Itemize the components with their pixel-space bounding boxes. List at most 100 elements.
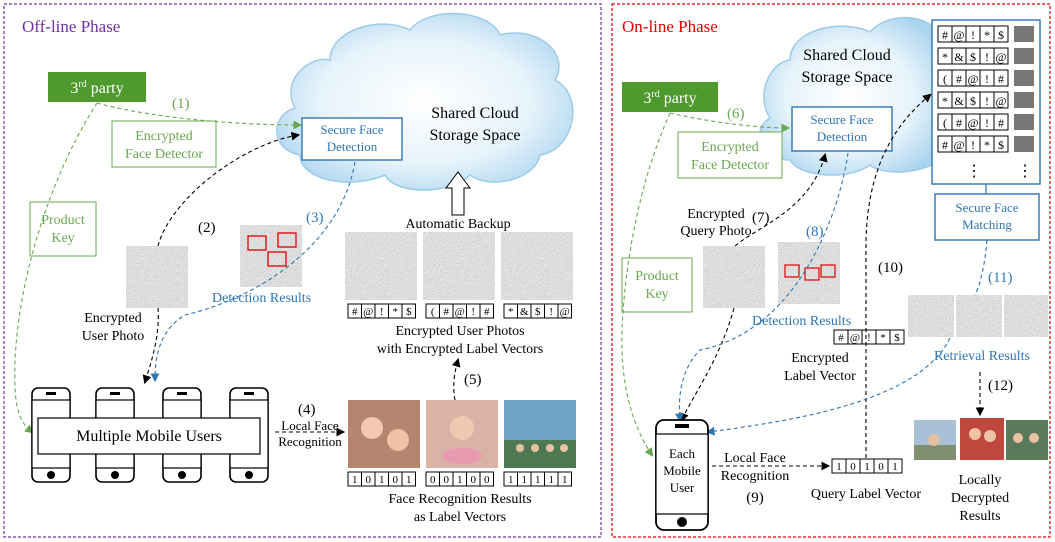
online-db-row-1-char-4: $ [998, 28, 1004, 42]
offline-enc-detector-box [111, 120, 217, 168]
online-phone [655, 419, 709, 531]
online-db-row-5-char-0: ( [943, 116, 947, 130]
offline-face-3a [516, 444, 524, 452]
online-enc-label-vector-char-0: # [838, 332, 844, 344]
online-db-row-5-char-1: # [956, 116, 962, 130]
online-db-row-4-char-3: ! [985, 94, 989, 108]
online-decrypted-photo-2 [960, 418, 1004, 460]
offline-label-vector-3-char-1: 1 [522, 474, 528, 486]
offline-enc-label-vector-3-char-3: ! [549, 306, 553, 318]
online-db-row-6-cell-4 [993, 135, 1009, 153]
online-query-vector-cell-4 [887, 458, 903, 474]
online-query-vector-char-1: 0 [850, 461, 856, 473]
offline-step3: (3) [306, 210, 324, 226]
online-db-row-3-char-0: ( [943, 72, 947, 86]
offline-label-vector-3-char-0: 1 [508, 474, 514, 486]
online-secure-matching-box [934, 193, 1040, 241]
online-arrow-7b [680, 307, 735, 423]
online-query-vector-char-3: 0 [878, 461, 884, 473]
online-enc-detector-box [677, 131, 783, 179]
online-decrypted-ground-1 [914, 445, 956, 460]
offline-enc-label-vector-2-char-3: ! [471, 306, 475, 318]
online-db-row-3-photo-thumb [1014, 70, 1034, 86]
online-db-row-1-char-1: @ [953, 28, 964, 42]
offline-enc-label-vector-2-char-4: # [484, 306, 490, 318]
online-db-row-2-char-3: ! [985, 50, 989, 64]
offline-enc-label-vector-1-char-2: ! [380, 306, 384, 318]
online-query-vec-caption: Query Label Vector [811, 487, 921, 502]
offline-backup-arrow [445, 171, 471, 216]
online-db-row-4-photo-thumb [1014, 92, 1034, 108]
online-step7: (7) [752, 210, 770, 226]
online-retrieval-label: Retrieval Results [934, 349, 1030, 364]
online-db-row-4-char-0: * [942, 94, 948, 108]
offline-label-vector-3-char-3: 1 [549, 474, 555, 486]
offline-phase-title: Off-line Phase [22, 17, 120, 36]
offline-label-vector-2-char-4: 0 [484, 474, 490, 486]
offline-label-vector-2-char-2: 1 [457, 474, 463, 486]
online-step9: (9) [746, 490, 764, 506]
online-db-row-6-char-4: $ [998, 138, 1004, 152]
online-detect-box-1 [784, 264, 800, 278]
online-arrow-11b [705, 337, 951, 436]
online-db-row-2-char-1: & [954, 50, 964, 64]
online-step8: (8) [806, 224, 824, 240]
offline-enc-label-vector-3-cell-4 [557, 303, 572, 319]
offline-label-vector-3-char-4: 1 [562, 474, 568, 486]
online-arrow-key [621, 112, 671, 457]
offline-step2: (2) [198, 220, 216, 236]
offline-arrow-3 [150, 161, 356, 383]
online-detect-box-3 [820, 264, 836, 278]
online-db-row-2-char-2: $ [970, 50, 976, 64]
online-db-row-2-char-4: @ [995, 50, 1006, 64]
offline-face-1b [387, 429, 409, 451]
offline-secure-detection-box [301, 117, 403, 161]
online-db-row-3-char-1: # [956, 72, 962, 86]
online-enc-label-vector-char-2: ! [867, 332, 871, 344]
online-arrow-6 [669, 112, 791, 133]
offline-third-party-label: 3rd party [70, 79, 123, 97]
online-retrieval-photo-2 [956, 295, 1002, 337]
offline-label-vector-3-cell-4 [557, 471, 572, 487]
offline-label-vector-1-cell-4 [401, 471, 416, 487]
online-third-party-label: 3rd party [643, 89, 696, 107]
online-db-row-5-char-3: ! [985, 116, 989, 130]
offline-arrow-2b [142, 307, 159, 385]
online-product-key-box [621, 257, 693, 313]
online-db-row-2-cell-4 [993, 47, 1009, 65]
online-enc-label-vector-char-3: * [880, 332, 886, 344]
offline-label-vector-1-char-2: 1 [379, 474, 385, 486]
offline-detection-results-label: Detection Results [212, 291, 311, 306]
online-decrypted-face-3b [1029, 433, 1039, 443]
online-detect-box-2 [804, 267, 820, 281]
offline-step4: (4) [298, 402, 316, 418]
online-arrow-8 [674, 152, 849, 423]
online-db-row-1-char-3: * [984, 28, 990, 42]
offline-enc-label-vector-3-char-2: $ [535, 306, 541, 318]
offline-label-vector-3-char-2: 1 [535, 474, 541, 486]
online-db-row-5-char-2: @ [967, 116, 978, 130]
offline-auto-backup-label: Automatic Backup [405, 217, 510, 232]
offline-enc-label-vector-2-char-0: ( [431, 306, 435, 318]
online-db-row-6-char-0: # [942, 138, 948, 152]
online-step6: (6) [727, 106, 745, 122]
offline-flowers [442, 448, 482, 464]
online-decrypted-face-3a [1013, 433, 1023, 443]
offline-face-3c [546, 444, 554, 452]
offline-multiple-users-box [37, 417, 261, 455]
online-step12: (12) [988, 378, 1013, 394]
offline-detect-box-1 [247, 235, 267, 251]
offline-enc-photo-1 [345, 232, 417, 300]
online-enc-label-vector-cell-4 [889, 329, 905, 345]
offline-third-party-box [48, 72, 146, 102]
offline-face-3b [531, 444, 539, 452]
offline-arrow-2 [157, 131, 301, 247]
